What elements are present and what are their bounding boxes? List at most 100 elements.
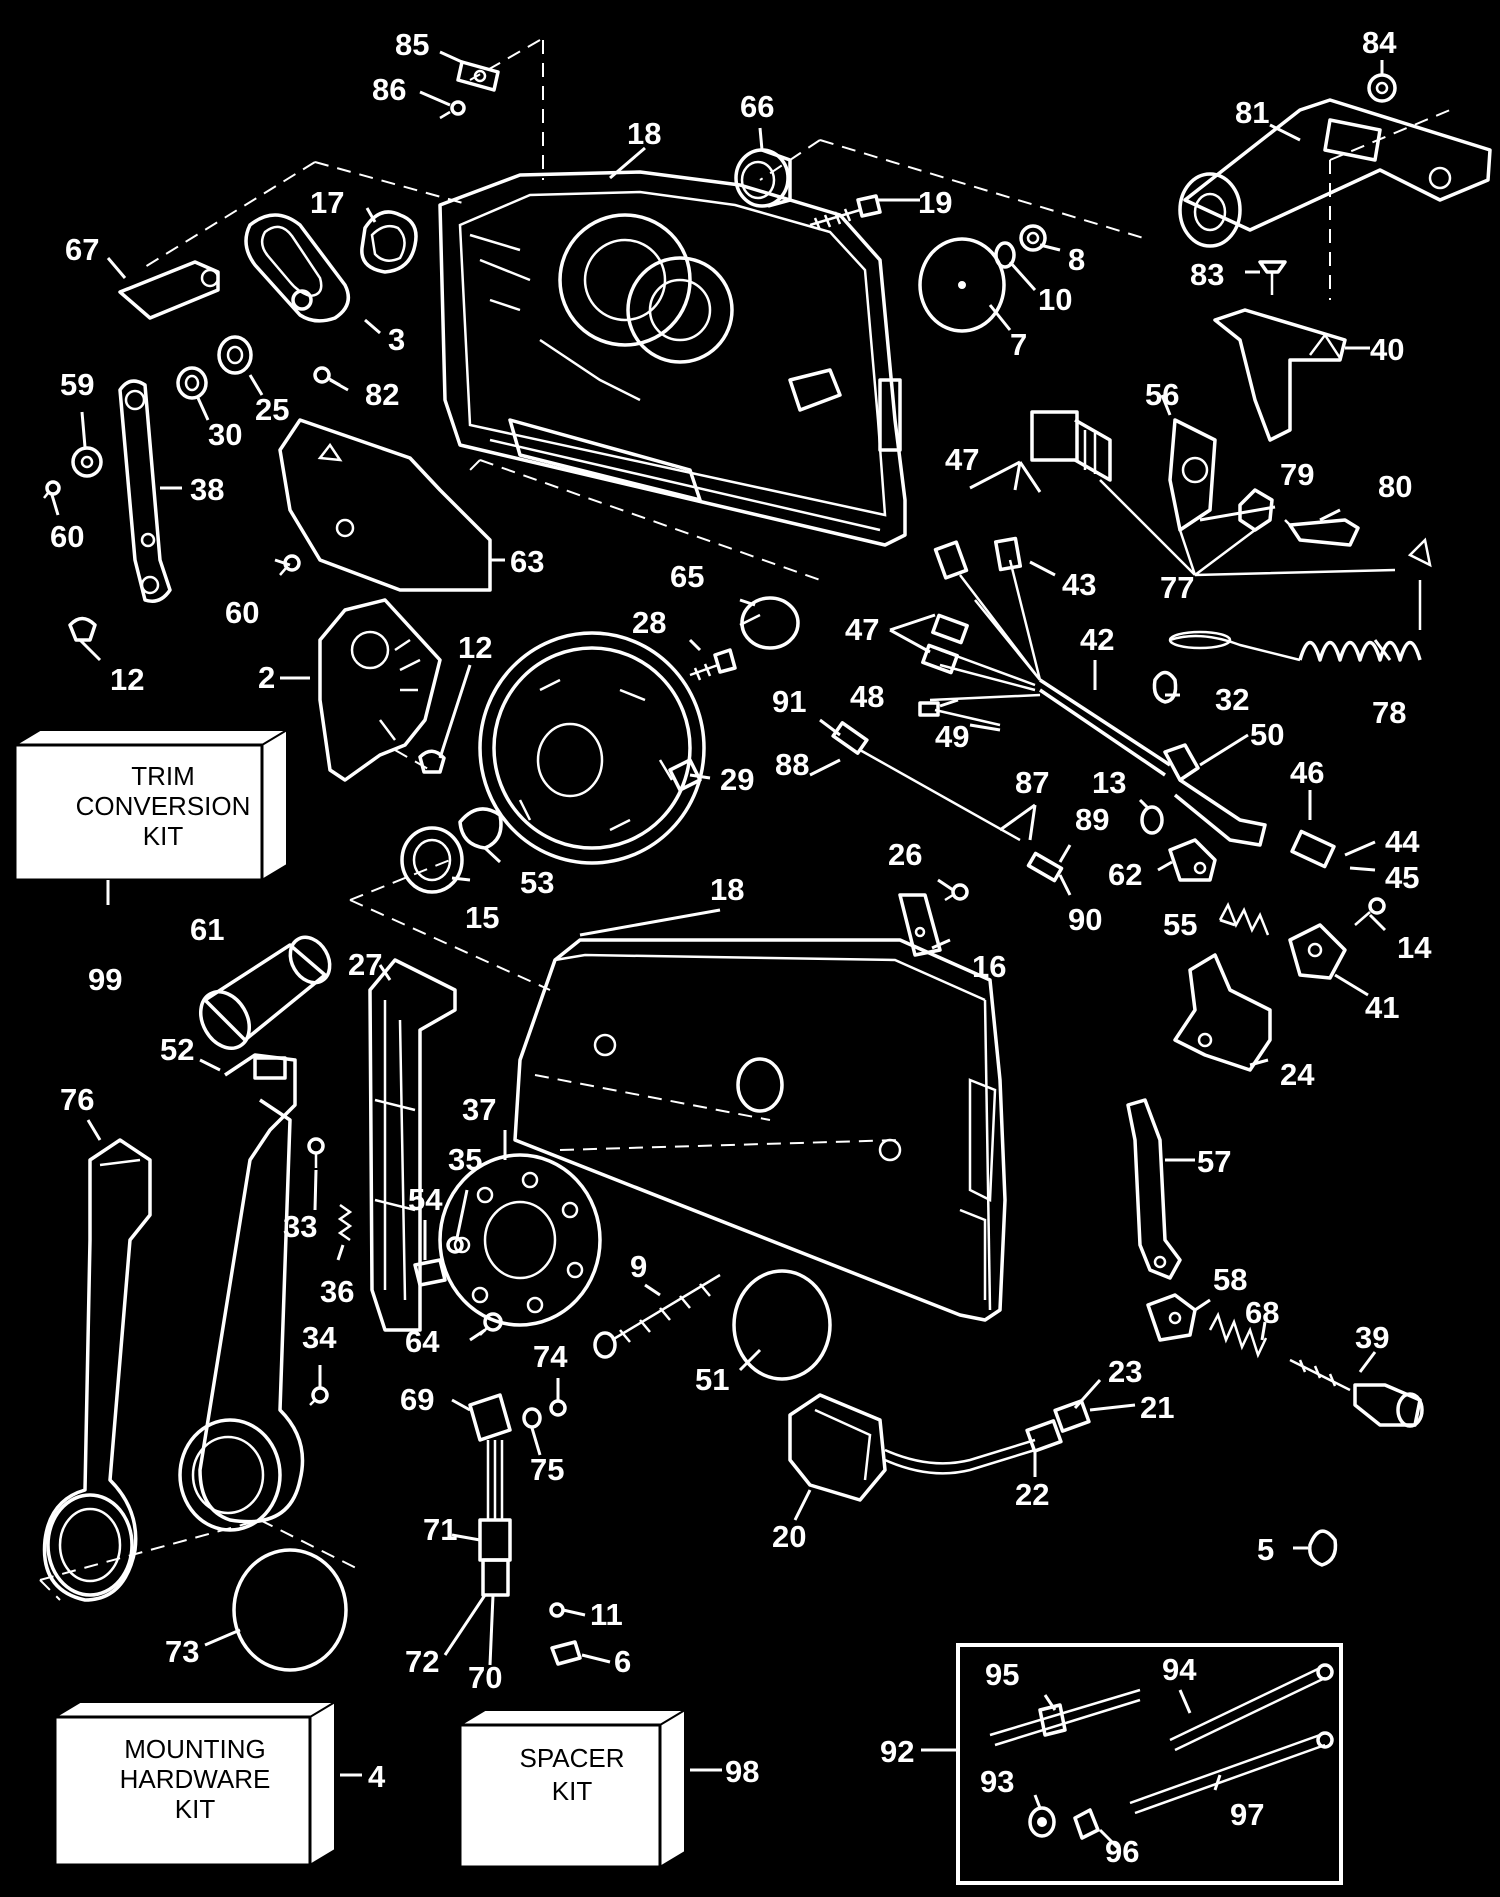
- part-7-disc: [918, 237, 1006, 333]
- part-53-spring: [458, 807, 503, 850]
- callout-4: 4: [368, 1759, 386, 1794]
- callout-7: 7: [1010, 327, 1027, 362]
- callout-89: 89: [1075, 802, 1109, 837]
- part-30-bushing: [176, 366, 208, 400]
- callout-53: 53: [520, 865, 554, 900]
- kit-labels: TRIM CONVERSION KIT MOUNTING HARDWARE KI…: [76, 761, 625, 1824]
- part-58-block: [1146, 1293, 1197, 1342]
- callout-80: 80: [1378, 469, 1412, 504]
- part-35-screw: [446, 1236, 464, 1254]
- part-8-nut: [1019, 224, 1047, 252]
- part-49-wire: [918, 701, 1001, 727]
- part-29-gear-housing: [478, 631, 706, 865]
- part-36-spring: [337, 1203, 353, 1242]
- callout-29: 29: [720, 762, 754, 797]
- spacer-kit-box: [458, 1709, 686, 1869]
- callout-46: 46: [1290, 755, 1324, 790]
- part-85-clip: [456, 60, 500, 92]
- part-38-lever: [118, 379, 172, 603]
- part-51-disc: [732, 1269, 832, 1381]
- part-37-gear: [438, 1153, 602, 1327]
- part-83-screw: [1258, 260, 1287, 295]
- callout-44: 44: [1385, 824, 1420, 859]
- callout-76: 76: [60, 1082, 94, 1117]
- part-75-washer: [522, 1407, 542, 1429]
- callout-74: 74: [533, 1339, 568, 1374]
- part-92-bolt-kit: [956, 1643, 1343, 1885]
- part-69-71-harness: [468, 1393, 512, 1597]
- callout-60-a: 60: [50, 519, 84, 554]
- callout-6: 6: [614, 1644, 631, 1679]
- part-65-grommet: [739, 596, 800, 650]
- callout-27: 27: [348, 947, 382, 982]
- callout-12-mid: 12: [458, 630, 492, 665]
- callout-43: 43: [1062, 567, 1096, 602]
- part-2-bracket: [318, 598, 442, 782]
- callout-8: 8: [1068, 242, 1085, 277]
- part-27-slide: [368, 958, 457, 1332]
- callout-12-left: 12: [110, 662, 144, 697]
- callout-26: 26: [888, 837, 922, 872]
- callout-86: 86: [372, 72, 406, 107]
- callout-58: 58: [1213, 1262, 1247, 1297]
- callout-87: 87: [1015, 765, 1049, 800]
- callout-54: 54: [408, 1182, 443, 1217]
- callout-51: 51: [695, 1362, 729, 1397]
- part-63-decal-plate: [278, 418, 492, 592]
- part-3-plate: [244, 213, 351, 323]
- callout-95: 95: [985, 1657, 1019, 1692]
- part-81-arm: [1178, 98, 1492, 248]
- callout-63: 63: [510, 544, 544, 579]
- callout-70: 70: [468, 1660, 502, 1695]
- callout-88: 88: [775, 747, 809, 782]
- leader-lines: [50, 50, 1392, 1852]
- part-42-wiring-harness: [921, 536, 1336, 869]
- part-28-screw: [689, 648, 737, 681]
- part-24-cam: [1173, 953, 1272, 1072]
- part-41-switch-block: [1288, 923, 1347, 980]
- part-60-screw-a: [43, 480, 61, 499]
- callout-42: 42: [1080, 622, 1114, 657]
- callout-91: 91: [772, 684, 806, 719]
- callout-21: 21: [1140, 1390, 1174, 1425]
- part-77-leaders: [1099, 479, 1396, 577]
- callout-65: 65: [670, 559, 704, 594]
- trim-conversion-kit-box: [13, 729, 288, 882]
- part-19-screw: [809, 194, 882, 231]
- callout-2: 2: [258, 660, 275, 695]
- mounting-kit-line-1: MOUNTING: [124, 1734, 266, 1764]
- callout-22: 22: [1015, 1477, 1049, 1512]
- callout-69: 69: [400, 1382, 434, 1417]
- part-12-knob-a: [68, 616, 97, 642]
- callout-19: 19: [918, 185, 952, 220]
- part-78-lanyard: [1168, 537, 1432, 662]
- callout-17: 17: [310, 185, 344, 220]
- control-housing-front: [513, 938, 1007, 1322]
- callout-90: 90: [1068, 902, 1102, 937]
- callout-81: 81: [1235, 95, 1269, 130]
- callout-3: 3: [388, 322, 405, 357]
- callout-55: 55: [1163, 907, 1197, 942]
- callout-36: 36: [320, 1274, 354, 1309]
- spacer-kit-line-1: SPACER: [520, 1743, 625, 1773]
- callout-25: 25: [255, 392, 289, 427]
- part-57-link: [1126, 1098, 1182, 1280]
- callout-64: 64: [405, 1324, 440, 1359]
- callout-18-top: 18: [627, 116, 661, 151]
- trim-kit-line-3: KIT: [143, 821, 184, 851]
- part-14-screw: [1354, 897, 1386, 926]
- mounting-kit-line-3: KIT: [175, 1794, 216, 1824]
- callout-15: 15: [465, 900, 499, 935]
- callout-92: 92: [880, 1734, 914, 1769]
- callout-24: 24: [1280, 1057, 1315, 1092]
- mounting-hardware-kit-box: [53, 1701, 336, 1867]
- part-33-screw: [307, 1137, 325, 1168]
- callout-78: 78: [1372, 695, 1406, 730]
- part-20-trim-switch: [788, 1393, 1091, 1502]
- part-56-ignition-switch: [1030, 410, 1217, 532]
- callout-98: 98: [725, 1754, 759, 1789]
- part-86-screw: [439, 100, 466, 120]
- callout-33: 33: [283, 1209, 317, 1244]
- callout-41: 41: [1365, 990, 1399, 1025]
